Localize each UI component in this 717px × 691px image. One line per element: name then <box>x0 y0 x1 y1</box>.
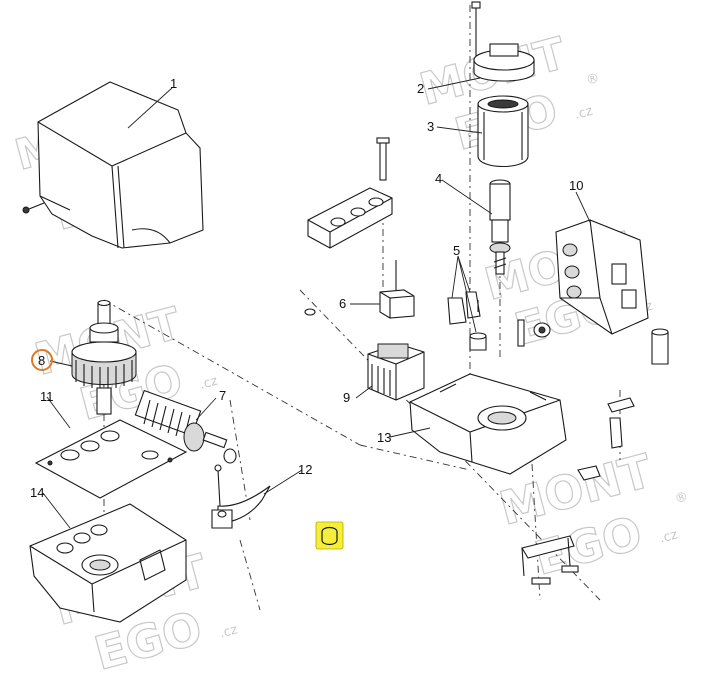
callout-13: 13 <box>377 430 391 445</box>
callout-3: 3 <box>427 119 434 134</box>
part-base-housing <box>29 503 187 623</box>
part-top-bracket <box>307 137 393 249</box>
callout-labels: 1 2 3 4 5 6 7 8 9 10 11 12 13 14 <box>30 76 583 500</box>
watermark-suffix: .cz <box>198 374 220 393</box>
callout-10: 10 <box>569 178 583 193</box>
part-right-hardware <box>521 397 635 585</box>
callout-12: 12 <box>298 462 312 477</box>
watermark-suffix: .cz <box>573 104 595 123</box>
part-transformer <box>367 343 425 401</box>
part-connector-block <box>304 260 415 319</box>
part-cover <box>22 81 204 249</box>
callout-14: 14 <box>30 485 44 500</box>
part-limit-components <box>447 291 487 351</box>
watermark-mark: ® <box>673 489 689 507</box>
part-gear-shaft <box>71 299 137 415</box>
callout-1: 1 <box>170 76 177 91</box>
callout-11: 11 <box>40 389 54 404</box>
part-main-housing <box>409 373 567 475</box>
watermark-mark: ® <box>585 71 601 89</box>
callout-5: 5 <box>453 243 460 258</box>
part-motor-cap <box>471 1 535 82</box>
lock-shape-icon <box>315 521 344 550</box>
callout-4: 4 <box>435 171 442 186</box>
part-worm-shaft <box>134 389 237 464</box>
part-bracket-arm <box>211 464 271 529</box>
callout-9: 9 <box>343 390 350 405</box>
callout-highlight-ring <box>31 349 53 371</box>
watermark-suffix: .cz <box>658 527 680 546</box>
callout-7: 7 <box>219 388 226 403</box>
part-gasket-plate <box>34 419 188 499</box>
leader-lines <box>42 77 591 529</box>
watermark-suffix: .cz <box>218 622 240 641</box>
callout-6: 6 <box>339 296 346 311</box>
callout-2: 2 <box>417 81 424 96</box>
part-rotor-shaft <box>489 179 511 275</box>
callout-8: 8 <box>38 353 45 368</box>
part-switch-bracket <box>517 319 551 347</box>
part-control-board <box>555 219 669 365</box>
part-motor <box>477 95 529 167</box>
